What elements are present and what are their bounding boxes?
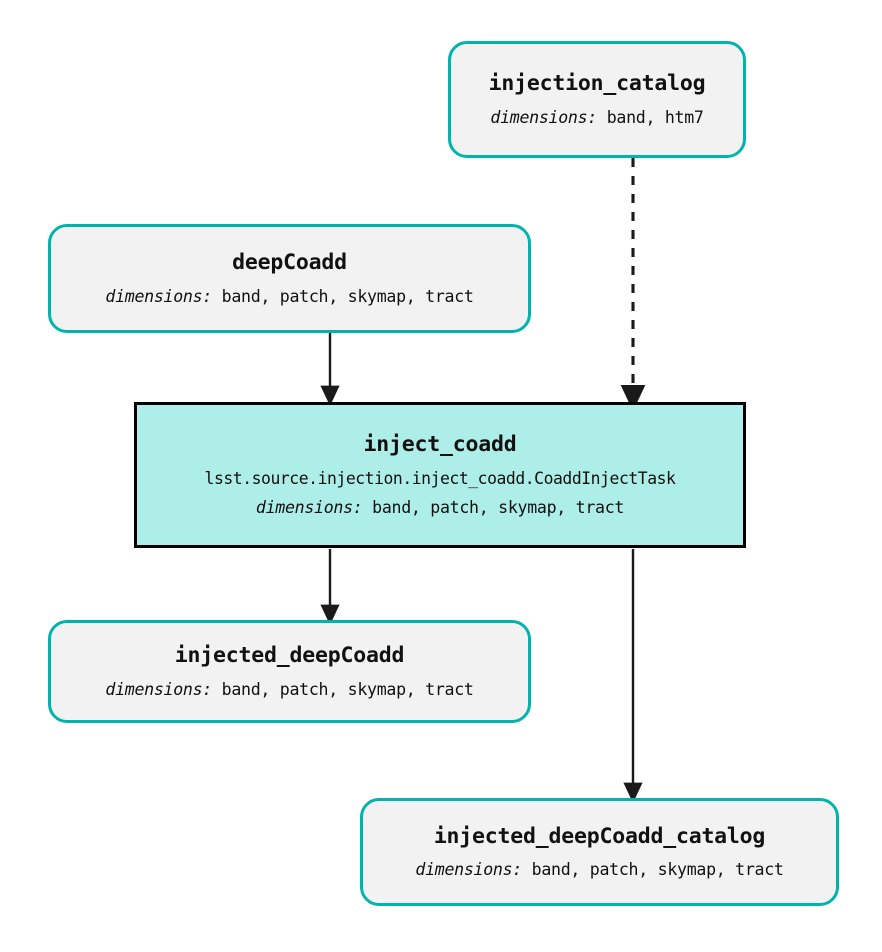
dimensions-values: band, htm7 (597, 107, 704, 127)
dimensions-label: dimensions: (255, 497, 363, 517)
dimensions-label: dimensions: (415, 860, 522, 880)
dimensions-values: band, patch, skymap, tract (521, 860, 784, 880)
node-title: injected_deepCoadd_catalog (433, 823, 766, 849)
dimensions-values: band, patch, skymap, tract (211, 286, 474, 306)
dataset-node-injected-deepcoadd[interactable]: injected_deepCoadd dimensions: band, pat… (48, 620, 531, 723)
node-title: injection_catalog (488, 71, 706, 97)
dataset-node-deepcoadd[interactable]: deepCoadd dimensions: band, patch, skyma… (48, 224, 531, 333)
dimensions-label: dimensions: (105, 679, 212, 699)
node-title: injected_deepCoadd (174, 643, 405, 669)
node-dimensions: dimensions: band, patch, skymap, tract (105, 679, 474, 699)
node-dimensions: dimensions: band, patch, skymap, tract (105, 286, 474, 306)
dimensions-label: dimensions: (105, 286, 212, 306)
node-dimensions: dimensions: band, htm7 (490, 107, 704, 127)
node-dimensions: dimensions: band, patch, skymap, tract (415, 860, 784, 880)
node-dimensions: dimensions: band, patch, skymap, tract (255, 497, 625, 517)
task-node-inject-coadd[interactable]: inject_coadd lsst.source.injection.injec… (134, 402, 746, 548)
node-title: inject_coadd (363, 432, 517, 458)
dimensions-values: band, patch, skymap, tract (362, 497, 625, 517)
dimensions-values: band, patch, skymap, tract (211, 679, 474, 699)
dimensions-label: dimensions: (490, 107, 597, 127)
node-title: deepCoadd (232, 250, 347, 276)
dataset-node-injected-deepcoadd-catalog[interactable]: injected_deepCoadd_catalog dimensions: b… (360, 798, 839, 906)
dataset-node-injection-catalog[interactable]: injection_catalog dimensions: band, htm7 (448, 41, 746, 158)
node-class-path: lsst.source.injection.inject_coadd.Coadd… (204, 468, 676, 488)
